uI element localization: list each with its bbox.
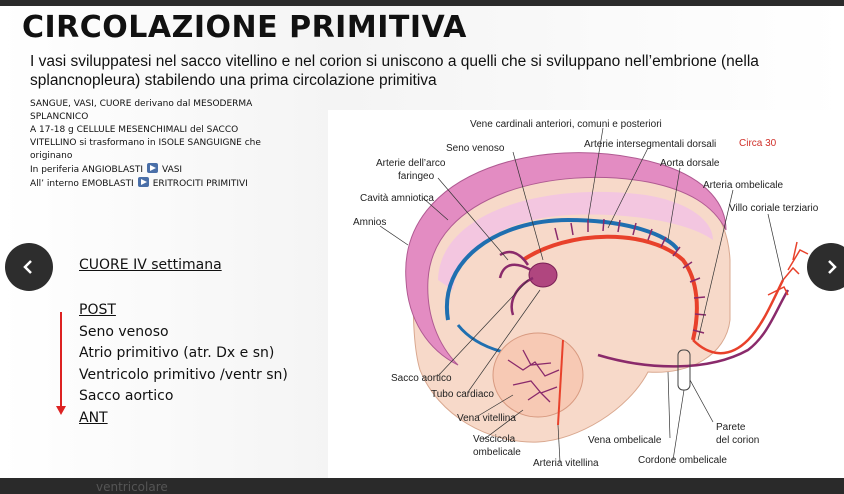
heart-item: Seno venoso bbox=[79, 323, 169, 340]
heart-item: Ventricolo primitivo /ventr sn) bbox=[79, 366, 288, 383]
label-parete-1: Parete bbox=[716, 422, 746, 433]
intersegmental-arteries bbox=[554, 218, 707, 334]
umbilical-artery bbox=[692, 279, 785, 355]
arrow-down-icon bbox=[56, 406, 66, 415]
note-line-angioblasti: In periferia ANGIOBLASTI VASI bbox=[30, 163, 320, 177]
label-vena-ombelicale: Vena ombelicale bbox=[588, 435, 662, 446]
note-line: originano bbox=[30, 151, 73, 161]
vitelline-artery bbox=[557, 339, 564, 426]
note-line: SANGUE, VASI, CUORE derivano dal MESODER… bbox=[30, 99, 253, 109]
note-text: VASI bbox=[161, 165, 183, 175]
leader-lines bbox=[379, 127, 784, 463]
label-vescicola-1: Vescicola bbox=[473, 434, 516, 445]
label-arterie-arco-1: Arterie dell’arco bbox=[376, 158, 446, 169]
chevron-right-icon bbox=[828, 260, 837, 274]
note-text: ERITROCITI PRIMITIVI bbox=[152, 179, 248, 189]
post-label: POST bbox=[79, 302, 116, 318]
note-text: In periferia ANGIOBLASTI bbox=[30, 165, 143, 175]
label-parete-2: del corion bbox=[716, 435, 759, 446]
label-vescicola-2: ombelicale bbox=[473, 447, 521, 458]
partial-next-line: ventricolare bbox=[96, 480, 168, 494]
cardinal-vein bbox=[444, 217, 680, 321]
label-arterie-intersegmentali: Arterie intersegmentali dorsali bbox=[584, 139, 716, 150]
heart-heading: CUORE IV settimana bbox=[79, 257, 222, 273]
label-vena-vitellina: Vena vitellina bbox=[457, 413, 516, 424]
direction-arrow bbox=[60, 312, 62, 408]
label-tubo-cardiaco: Tubo cardiaco bbox=[431, 389, 494, 400]
note-line-emoblasti: All’ interno EMOBLASTI ERITROCITI PRIMITI… bbox=[30, 177, 320, 191]
label-sacco-aortico: Sacco aortico bbox=[391, 373, 452, 384]
label-amnios: Amnios bbox=[353, 217, 386, 228]
heart-sequence: POST Seno venoso Atrio primitivo (atr. D… bbox=[79, 300, 288, 429]
note-line: SPLANCNICO bbox=[30, 112, 89, 122]
label-arterie-arco-2: faringeo bbox=[398, 171, 435, 182]
ant-label: ANT bbox=[79, 409, 108, 426]
heart-item: Atrio primitivo (atr. Dx e sn) bbox=[79, 345, 275, 361]
diagram-svg: Vene cardinali anteriori, comuni e poste… bbox=[353, 119, 819, 469]
next-slide-button[interactable] bbox=[807, 243, 844, 291]
label-cordone-ombelicale: Cordone ombelicale bbox=[638, 455, 727, 466]
label-aorta-dorsale: Aorta dorsale bbox=[660, 158, 720, 169]
prev-slide-button[interactable] bbox=[5, 243, 53, 291]
label-cavita-amniotica: Cavità amniotica bbox=[360, 193, 434, 204]
note-text: All’ interno EMOBLASTI bbox=[30, 179, 134, 189]
slide-title: CIRCOLAZIONE PRIMITIVA bbox=[22, 10, 467, 45]
slide: CIRCOLAZIONE PRIMITIVA I vasi sviluppate… bbox=[0, 0, 844, 478]
play-arrow-icon bbox=[146, 163, 158, 173]
label-arteria-ombelicale: Arteria ombelicale bbox=[703, 180, 783, 191]
label-villo-coriale: Villo coriale terziario bbox=[729, 203, 819, 214]
label-seno-venoso: Seno venoso bbox=[446, 143, 505, 154]
vitelline-vessels bbox=[507, 349, 560, 403]
heart-tube bbox=[528, 262, 558, 288]
bottom-bar bbox=[0, 478, 844, 494]
notes-block: SANGUE, VASI, CUORE derivano dal MESODER… bbox=[30, 98, 320, 191]
embryo-circulation-diagram: Vene cardinali anteriori, comuni e poste… bbox=[328, 110, 844, 478]
play-arrow-icon bbox=[137, 177, 149, 187]
chorionic-villi bbox=[767, 241, 809, 296]
chevron-left-icon bbox=[23, 260, 32, 274]
yolk-sac bbox=[492, 332, 584, 418]
slide-subtitle: I vasi sviluppatesi nel sacco vitellino … bbox=[30, 53, 759, 89]
heart-item: Sacco aortico bbox=[79, 388, 174, 404]
amniotic-cavity bbox=[438, 191, 713, 290]
top-bar bbox=[0, 0, 844, 6]
label-circa: Circa 30 bbox=[739, 138, 777, 149]
note-line: A 17-18 g CELLULE MESENCHIMALI del SACCO bbox=[30, 125, 239, 135]
label-arteria-vitellina: Arteria vitellina bbox=[533, 458, 599, 469]
amnios-band bbox=[405, 152, 727, 366]
note-line: VITELLINO si trasformano in ISOLE SANGUI… bbox=[30, 138, 261, 148]
umbilical-vein bbox=[597, 289, 790, 368]
label-vene-cardinali: Vene cardinali anteriori, comuni e poste… bbox=[470, 119, 662, 130]
